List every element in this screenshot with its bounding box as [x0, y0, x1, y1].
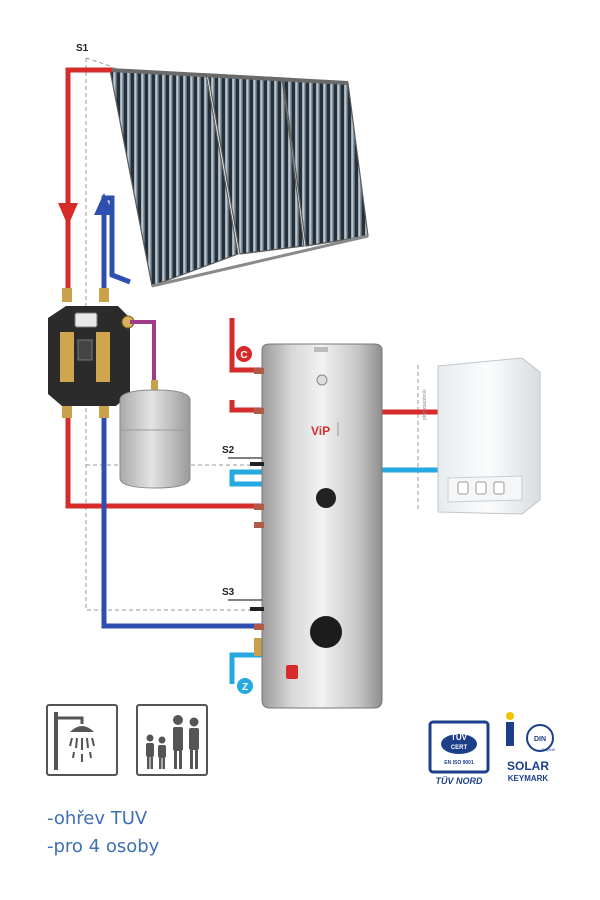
hot-water-outlet-pipe — [229, 318, 262, 373]
cold-pipe-tank — [101, 418, 262, 629]
marker-z: Z — [237, 678, 253, 694]
marker-c-label: C — [240, 350, 247, 361]
tuv-nord-label: TÜV NORD — [436, 776, 484, 786]
tuv-label: TÜV — [451, 733, 468, 742]
pump-station — [48, 288, 135, 418]
flow-arrow-up-icon — [94, 193, 114, 215]
boiler-vertical-label: plný zásobník — [422, 389, 428, 420]
thermometer — [286, 665, 298, 679]
shower-icon — [46, 704, 118, 776]
marker-c: C — [236, 346, 252, 362]
gas-boiler: plný zásobník — [422, 357, 541, 515]
solar-label: SOLAR — [507, 759, 549, 773]
family-icon — [136, 704, 208, 776]
geprueft-label: Geprüft — [541, 747, 555, 752]
solar-collectors — [109, 68, 369, 288]
tuv-nord-badge: TÜV CERT EN ISO 9001 TÜV NORD — [428, 720, 490, 786]
flow-arrow-down-icon — [58, 203, 78, 226]
sensor-s2-probe — [250, 462, 264, 466]
solar-keymark-badge: DIN Geprüft SOLAR KEYMARK — [506, 712, 556, 783]
inlet-valve — [254, 638, 262, 656]
tank-solar-pipes — [65, 418, 262, 629]
sensor-s3-label: S3 — [222, 587, 235, 598]
expansion-pipe — [130, 320, 156, 380]
cert-label: CERT — [451, 745, 468, 751]
storage-tank: ViP — [254, 343, 383, 709]
tank-port — [316, 488, 336, 508]
sensor-s3-probe — [250, 607, 264, 611]
sensor-s1-label: S1 — [76, 43, 89, 54]
sensor-s2-label: S2 — [222, 445, 235, 456]
tank-brand-label: ViP — [311, 424, 330, 438]
cold-pipe-collector — [101, 195, 131, 288]
boiler-return-stub — [229, 400, 262, 413]
cold-water-inlet-pipe — [229, 652, 262, 684]
cyan-loop-pipe — [229, 469, 262, 487]
marker-z-label: Z — [242, 682, 248, 693]
iso-label: EN ISO 9001 — [444, 760, 474, 766]
keymark-label: KEYMARK — [508, 774, 549, 783]
caption-line-1: -ohřev TUV — [47, 808, 148, 829]
expansion-vessel — [119, 380, 191, 489]
din-label: DIN — [534, 736, 546, 743]
tank-flange — [310, 616, 342, 648]
hot-pipe-tank — [65, 418, 262, 509]
caption-line-2: -pro 4 osoby — [47, 836, 160, 857]
